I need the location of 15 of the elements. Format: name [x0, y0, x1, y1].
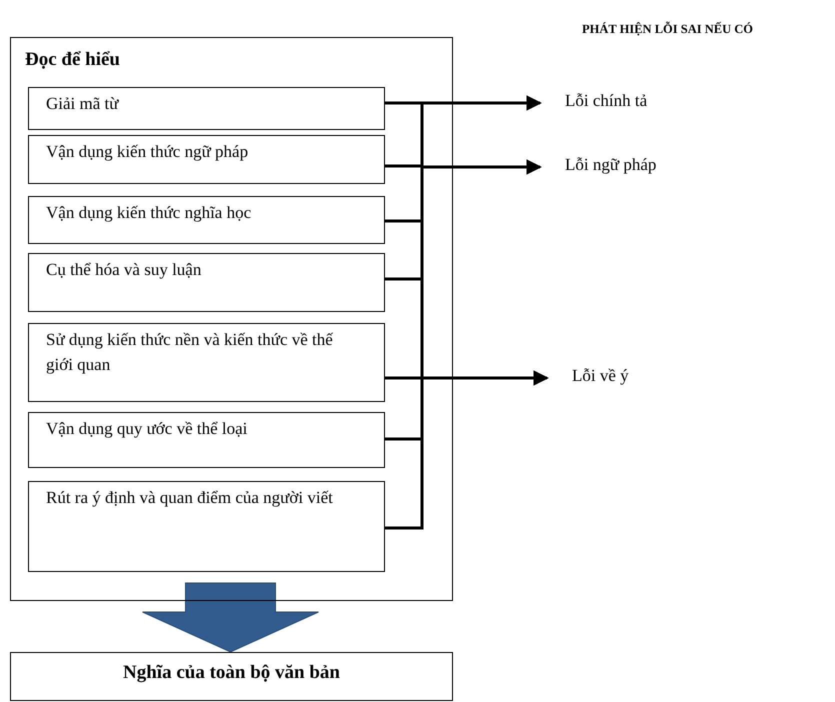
group-box [10, 37, 453, 601]
group-heading: Đọc để hiểu [25, 48, 121, 72]
process-box: Sử dụng kiến thức nền và kiến thức về thế giới quan [28, 323, 385, 402]
process-box: Vận dụng quy ước về thể loại [28, 412, 385, 468]
error-label: Lỗi về ý [572, 366, 629, 386]
process-box: Giải mã từ [28, 87, 385, 130]
block-arrow [142, 582, 319, 653]
process-box: Rút ra ý định và quan điểm của người viết [28, 481, 385, 572]
result-box: Nghĩa của toàn bộ văn bản [10, 652, 453, 701]
process-box: Vận dụng kiến thức ngữ pháp [28, 135, 385, 184]
title: PHÁT HIỆN LỖI SAI NẾU CÓ [582, 22, 753, 37]
process-box: Vận dụng kiến thức nghĩa học [28, 196, 385, 244]
process-box: Cụ thể hóa và suy luận [28, 253, 385, 312]
error-label: Lỗi ngữ pháp [565, 155, 656, 176]
error-label: Lỗi chính tả [565, 91, 648, 112]
